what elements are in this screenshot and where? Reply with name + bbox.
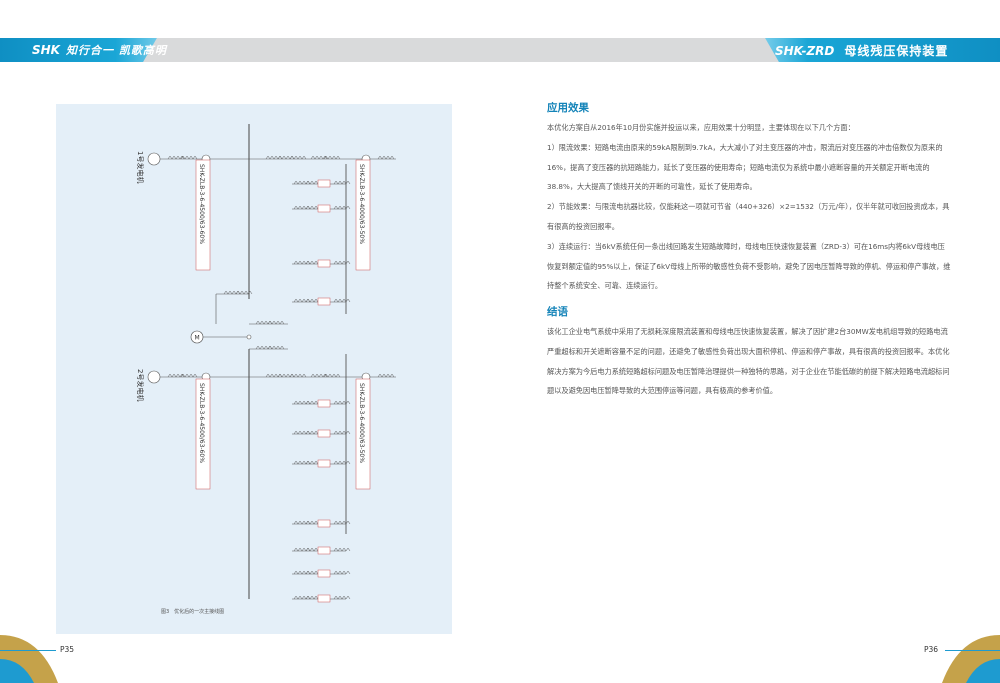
breaker-symbol xyxy=(317,259,331,268)
reactor-coil xyxy=(235,290,253,295)
generator-2-label: 2号发电机 xyxy=(136,369,145,401)
reactor-coil xyxy=(167,373,185,378)
reactor-coil xyxy=(310,373,328,378)
wiring-diagram-panel: 1号发电机 2号发电机 SHK-ZLB-3-6-4500/63-60% SHK-… xyxy=(56,104,452,634)
corner-decoration-right xyxy=(942,635,1000,683)
section-body: 本优化方案自从2016年10月份实施并投运以来，应用效果十分明显，主要体现在以下… xyxy=(547,118,952,296)
page-number-right: P36 xyxy=(924,645,939,654)
reactor-coil xyxy=(333,520,351,525)
zlb-box-2 xyxy=(195,378,211,490)
reactor-coil xyxy=(333,205,351,210)
zlb-label-2: SHK-ZLB-3-6-4500/63-60% xyxy=(198,383,205,463)
paragraph: 1）限流效果：短路电流由原来的59kA限制到9.7kA，大大减小了对主变压器的冲… xyxy=(547,142,943,192)
breaker-symbol xyxy=(317,204,331,213)
zrd-label-2: SHK-ZLB-3-6-4000/63-50% xyxy=(358,383,365,463)
breaker-symbol xyxy=(317,429,331,438)
zrd-box-2 xyxy=(355,378,371,490)
reactor-coil xyxy=(333,180,351,185)
generator-symbol xyxy=(147,370,161,384)
motor-label: M xyxy=(195,335,200,342)
reactor-coil xyxy=(333,298,351,303)
reactor-coil xyxy=(333,547,351,552)
section-application-effect: 应用效果 xyxy=(547,100,952,115)
zrd-box-1 xyxy=(355,159,371,271)
reactor-coil xyxy=(167,155,185,160)
breaker-symbol xyxy=(317,459,331,468)
brand-slogan: 知行合一 凯歌高明 xyxy=(65,44,167,57)
motor-symbol xyxy=(190,330,204,344)
section-title: 应用效果 xyxy=(547,102,589,114)
section-conclusion: 结语 xyxy=(547,304,952,319)
paragraph: 本优化方案自从2016年10月份实施并投运以来，应用效果十分明显，主要体现在以下… xyxy=(547,123,855,132)
reactor-coil xyxy=(377,155,395,160)
reactor-coil xyxy=(333,430,351,435)
paragraph: 3）连续运行：当6kV系统任何一条出线回路发生短路故障时，母线电压快速恢复装置（… xyxy=(547,241,951,291)
header-left-tab xyxy=(0,38,165,62)
reactor-coil xyxy=(310,155,328,160)
reactor-coil xyxy=(267,345,285,350)
reactor-coil xyxy=(333,260,351,265)
reactor-coil xyxy=(289,155,307,160)
breaker-symbol xyxy=(317,179,331,188)
paragraph: 该化工企业电气系统中采用了无损耗深度限流装置和母线电压快速恢复装置，解决了因扩建… xyxy=(547,327,950,396)
breaker-symbol xyxy=(317,519,331,528)
breaker-symbol xyxy=(317,546,331,555)
product-title: 母线残压保持装置 xyxy=(844,44,949,58)
brand-left: SHK 知行合一 凯歌高明 xyxy=(32,42,167,58)
reactor-coil xyxy=(289,373,307,378)
header-right-tab xyxy=(760,38,1000,62)
section-body: 该化工企业电气系统中采用了无损耗深度限流装置和母线电压快速恢复装置，解决了因扩建… xyxy=(547,322,952,401)
zrd-label-1: SHK-ZLB-3-6-4000/63-50% xyxy=(358,164,365,244)
product-code: SHK-ZRD xyxy=(775,44,835,58)
reactor-coil xyxy=(323,373,341,378)
generator-1-label: 1号发电机 xyxy=(136,151,145,183)
section-title: 结语 xyxy=(547,306,568,318)
generator-symbol xyxy=(147,152,161,166)
breaker-symbol xyxy=(317,569,331,578)
zlb-label-1: SHK-ZLB-3-6-4500/63-60% xyxy=(198,164,205,244)
reactor-coil xyxy=(323,155,341,160)
footer-line-left xyxy=(0,650,56,651)
reactor-coil xyxy=(333,570,351,575)
reactor-coil xyxy=(180,373,198,378)
figure-caption: 图3 优化后的一次主接线图 xyxy=(161,609,225,615)
reactor-coil xyxy=(333,595,351,600)
paragraph: 2）节能效果：与限流电抗器比较，仅能耗这一项就可节省（440+326）×2=15… xyxy=(547,202,950,231)
reactor-coil xyxy=(333,400,351,405)
brand-right: SHK-ZRD 母线残压保持装置 xyxy=(775,42,948,59)
corner-decoration-left xyxy=(0,635,58,683)
zlb-box-1 xyxy=(195,159,211,271)
reactor-coil xyxy=(333,460,351,465)
bus-node xyxy=(246,334,252,340)
page-number-left: P35 xyxy=(60,645,75,654)
reactor-coil xyxy=(377,373,395,378)
reactor-coil xyxy=(180,155,198,160)
wiring-diagram: 1号发电机 2号发电机 SHK-ZLB-3-6-4500/63-60% SHK-… xyxy=(136,124,396,603)
brand-logo: SHK xyxy=(32,43,60,57)
footer-line-right xyxy=(945,650,1000,651)
breaker-symbol xyxy=(317,297,331,306)
breaker-symbol xyxy=(317,399,331,408)
breaker-symbol xyxy=(317,594,331,603)
reactor-coil xyxy=(267,320,285,325)
